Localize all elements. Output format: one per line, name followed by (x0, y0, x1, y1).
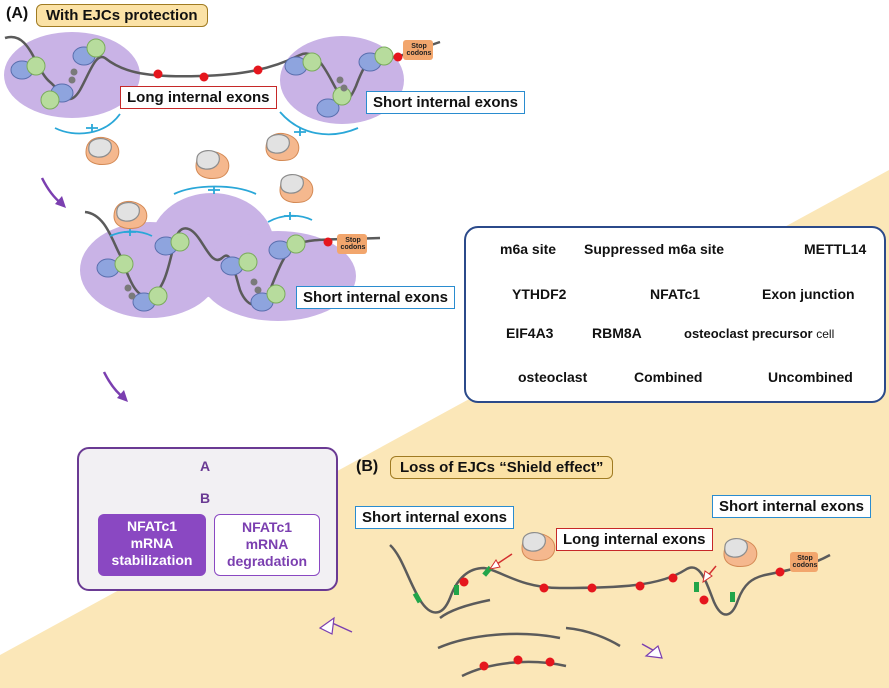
panel-a-title: With EJCs protection (36, 4, 208, 27)
stabilization-line-3: stabilization (111, 552, 193, 568)
panel-b-title: Loss of EJCs “Shield effect” (390, 456, 614, 479)
stop-codons-label: Stop codons (406, 43, 432, 57)
m6a-site (323, 237, 333, 247)
stabilization-box: NFATc1 mRNA stabilization (98, 514, 206, 576)
degradation-line-2: mRNA (245, 536, 289, 552)
legend-ythdf2-label: YTHDF2 (512, 286, 567, 302)
legend-precursor-label: osteoclast precursor cell (684, 326, 835, 341)
panel-a-letter: (A) (6, 5, 29, 22)
legend-rbm8a-label: RBM8A (592, 325, 642, 341)
arrow-a-label: A (200, 458, 211, 474)
long-exons-label-a: Long internal exons (120, 86, 277, 109)
m6a-site (393, 52, 403, 62)
m6a-site (153, 69, 163, 79)
stop-codons-label: Stop codons (792, 555, 818, 569)
m6a-site (545, 657, 555, 667)
stop-codons-label: Stop codons (340, 237, 366, 251)
legend-mettl14-label: METTL14 (804, 241, 867, 257)
degradation-line-3: degradation (226, 553, 308, 569)
m6a-site (253, 65, 263, 75)
ejc-cluster-left (10, 38, 106, 110)
m6a-site (539, 583, 549, 593)
stop-codons-box (403, 40, 433, 60)
ejc-cluster-right (284, 46, 394, 118)
stabilization-line-2: mRNA (130, 535, 174, 551)
m6a-site (668, 573, 678, 583)
legend-suppressed-label: Suppressed m6a site (584, 241, 725, 257)
m6a-site (199, 72, 209, 82)
stabilization-line-1: NFATc1 (126, 518, 178, 534)
ejc-cluster-mid-left (96, 232, 190, 312)
legend-uncombined-label: Uncombined (768, 369, 853, 385)
short-exons-label-a-mid: Short internal exons (296, 286, 456, 309)
short-exons-label-b-right: Short internal exons (712, 495, 872, 518)
ejc-cluster-mid-right (220, 234, 306, 312)
legend-combined-label: Combined (634, 369, 703, 385)
long-exons-label-b: Long internal exons (556, 528, 713, 551)
short-exons-label-b-left: Short internal exons (355, 506, 515, 529)
m6a-site (459, 577, 469, 587)
legend-eif4a3-label: EIF4A3 (506, 325, 554, 341)
m6a-site (699, 595, 709, 605)
degradation-box: NFATc1 mRNA degradation (214, 514, 320, 576)
stop-codons-box (790, 552, 818, 572)
legend-osteoclast-label: osteoclast (518, 369, 588, 385)
legend-nfatc1-label: NFATc1 (650, 286, 701, 302)
legend-exon-junction-label: Exon junction (762, 286, 855, 302)
precursor-cell-left (4, 32, 140, 118)
degradation-line-1: NFATc1 (241, 519, 293, 535)
m6a-site (775, 567, 785, 577)
short-exons-label-a-top: Short internal exons (366, 91, 526, 114)
legend-box (464, 226, 886, 403)
stop-codons-box (337, 234, 367, 254)
m6a-site (635, 581, 645, 591)
m6a-site (479, 661, 489, 671)
arrow-b-label: B (200, 490, 211, 506)
mrna-strand-b (389, 544, 831, 616)
panel-b-letter: (B) (356, 458, 379, 475)
m6a-site (513, 655, 523, 665)
m6a-site (587, 583, 597, 593)
legend-m6a-label: m6a site (500, 241, 557, 257)
